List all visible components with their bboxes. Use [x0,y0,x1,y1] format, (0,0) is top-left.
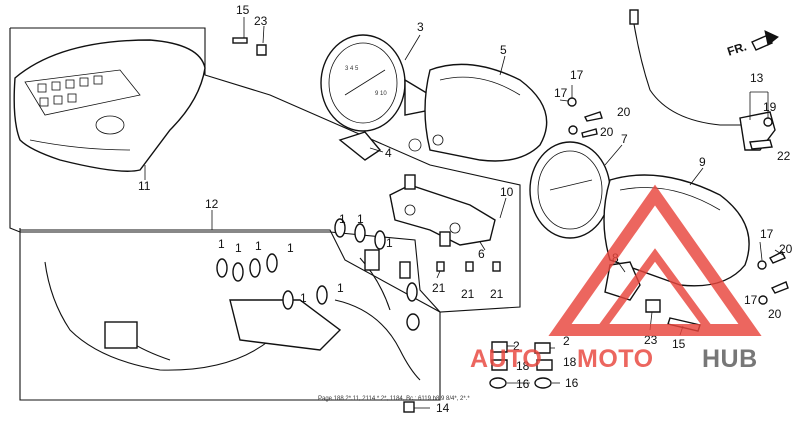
callout-20-d: 20 [768,307,782,321]
svg-text:9 10: 9 10 [375,91,387,97]
callout-23-bottom: 23 [644,333,658,347]
callout-11: 11 [138,179,151,193]
callout-21-a: 21 [432,281,446,295]
grommet-14 [403,401,415,413]
meter-visor [13,39,206,172]
callout-7: 7 [621,132,628,146]
direction-label: FR. [725,39,748,58]
callout-18-b: 18 [563,355,577,369]
callout-2-a: 2 [513,339,520,353]
callout-1-h: 1 [357,212,364,226]
wiring-harness [44,218,421,381]
svg-text:3 4 5: 3 4 5 [345,66,359,72]
hardware [232,37,789,389]
callout-4: 4 [385,146,392,160]
bracket-4 [338,131,382,161]
callout-1-e: 1 [300,291,307,305]
callout-1-d: 1 [287,241,294,255]
callout-20-b: 20 [600,125,614,139]
meter-bracket [389,174,496,247]
callout-23-top: 23 [254,14,268,28]
callout-16-a: 16 [516,377,530,391]
nuts-21 [436,261,501,272]
harness-frame [19,228,441,401]
watermark-moto: MOTO [577,345,654,373]
callout-5: 5 [500,43,507,57]
callout-1-f: 1 [337,281,344,295]
callout-13: 13 [750,71,764,85]
front-direction-arrow [751,30,779,51]
leader-lines [144,17,784,409]
callout-20-c: 20 [779,242,793,256]
watermark-hub: HUB [702,345,758,373]
callout-17-a: 17 [570,68,584,82]
tachometer-case [408,63,548,162]
speedometer [529,141,611,239]
callout-2-b: 2 [563,334,570,348]
callout-22: 22 [777,149,791,163]
callout-1-a: 1 [218,237,225,251]
callout-20-a: 20 [617,105,631,119]
callout-12: 12 [205,197,219,211]
callout-14: 14 [436,401,450,415]
callout-1-c: 1 [255,239,262,253]
callout-18-a: 18 [516,359,530,373]
callout-9: 9 [699,155,706,169]
callout-15-top: 15 [236,3,250,17]
callout-1-b: 1 [235,241,242,255]
footnote: Page 188 2*.11, 2114 * 2*, 1184, Bc.: 61… [318,396,470,402]
callout-21-b: 21 [461,287,475,301]
callout-15-bottom: 15 [672,337,686,351]
callout-17-d: 17 [744,293,758,307]
tachometer: 3 4 5 9 10 [320,34,431,132]
callout-3: 3 [417,20,424,34]
watermark-auto: AUTO [470,345,542,373]
callout-6: 6 [478,247,485,261]
callout-21-c: 21 [490,287,504,301]
callout-10: 10 [500,185,514,199]
watermark: AUTO MOTO HUB [470,184,762,373]
callout-17-b: 17 [554,86,568,100]
callout-1-g: 1 [339,212,346,226]
callout-17-c: 17 [760,227,774,241]
callout-16-b: 16 [565,376,579,390]
callout-1-i: 1 [386,236,393,250]
assembly-frame [9,27,521,313]
callout-19: 19 [763,100,777,114]
